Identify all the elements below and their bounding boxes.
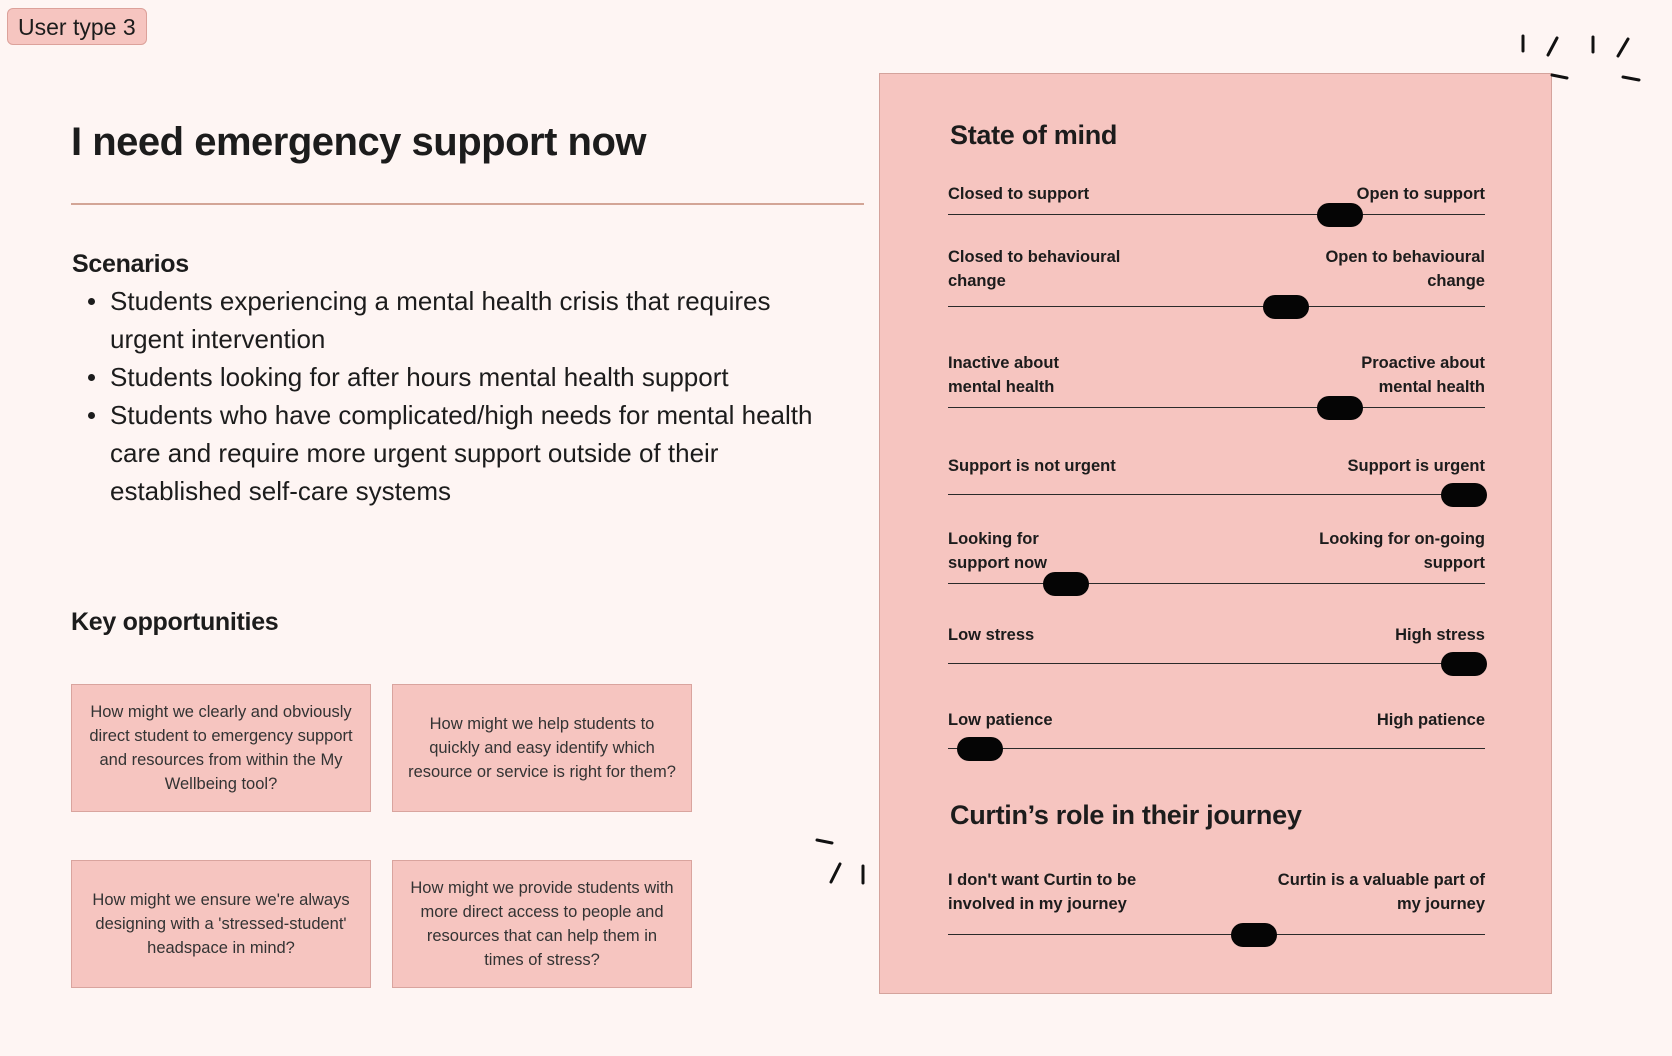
scale-knob [1043,572,1090,596]
opportunity-text: How might we help students to quickly an… [408,715,676,781]
user-type-tag: User type 3 [7,8,147,45]
state-of-mind-heading: State of mind [950,120,1118,150]
sparkle-stroke [1550,73,1569,80]
persona-panel: State of mind Closed to support Open to s… [879,73,1552,994]
sparkle-stroke [1616,37,1630,58]
scale-left-label: Low patience [948,711,1053,729]
bullet-icon [88,298,95,305]
scale-right-label: High patience [1376,711,1485,729]
scenario-text: Students who have complicated/high needs… [110,400,813,506]
scale-track [948,934,1485,935]
page-title: I need emergency support now [71,120,647,164]
opportunity-card: How might we ensure we're always designi… [71,860,371,988]
opportunity-card: How might we clearly and obviously direc… [71,684,371,812]
scale-track [948,663,1485,664]
opportunity-card: How might we help students to quickly an… [392,684,692,812]
scale-right-label: Open to support [1356,185,1485,203]
scale-knob [1231,923,1278,947]
opportunity-text: How might we clearly and obviously direc… [89,703,353,793]
list-item: Students looking for after hours mental … [88,358,850,396]
scale-left-label: Closed to support [948,185,1090,203]
scenario-text: Students experiencing a mental health cr… [110,286,771,354]
scale-track [948,494,1485,495]
key-opportunities-heading: Key opportunities [71,608,279,636]
bullet-icon [88,374,95,381]
scenarios-list: Students experiencing a mental health cr… [88,282,850,510]
sparkle-stroke [829,862,842,884]
opportunity-text: How might we ensure we're always designi… [92,891,350,957]
scale-knob [957,737,1004,761]
scale-track [948,583,1485,584]
scale-track [948,214,1485,215]
title-divider [71,203,864,205]
scale-knob [1317,396,1363,420]
scale-track [948,748,1485,749]
scale-track [948,306,1485,307]
scale-knob [1440,483,1487,507]
scale-right-label: Support is urgent [1347,457,1486,475]
sparkle-stroke [1546,36,1559,57]
scenario-text: Students looking for after hours mental … [110,362,729,392]
curtin-role-heading: Curtin’s role in their journey [950,800,1302,830]
scale-knob [1440,652,1487,676]
scale-track [948,407,1485,408]
list-item: Students who have complicated/high needs… [88,396,850,510]
scale-right-label: High stress [1395,626,1485,644]
scale-knob [1263,295,1310,319]
bullet-icon [88,412,95,419]
scenarios-heading: Scenarios [72,250,189,278]
opportunity-text: How might we provide students with more … [410,879,674,969]
opportunity-card: How might we provide students with more … [392,860,692,988]
sparkle-stroke [1621,75,1641,82]
scale-knob [1317,203,1363,227]
sparkle-stroke [815,838,834,845]
scale-left-label: Support is not urgent [948,457,1116,475]
scale-left-label: Low stress [948,626,1035,644]
list-item: Students experiencing a mental health cr… [88,282,850,358]
